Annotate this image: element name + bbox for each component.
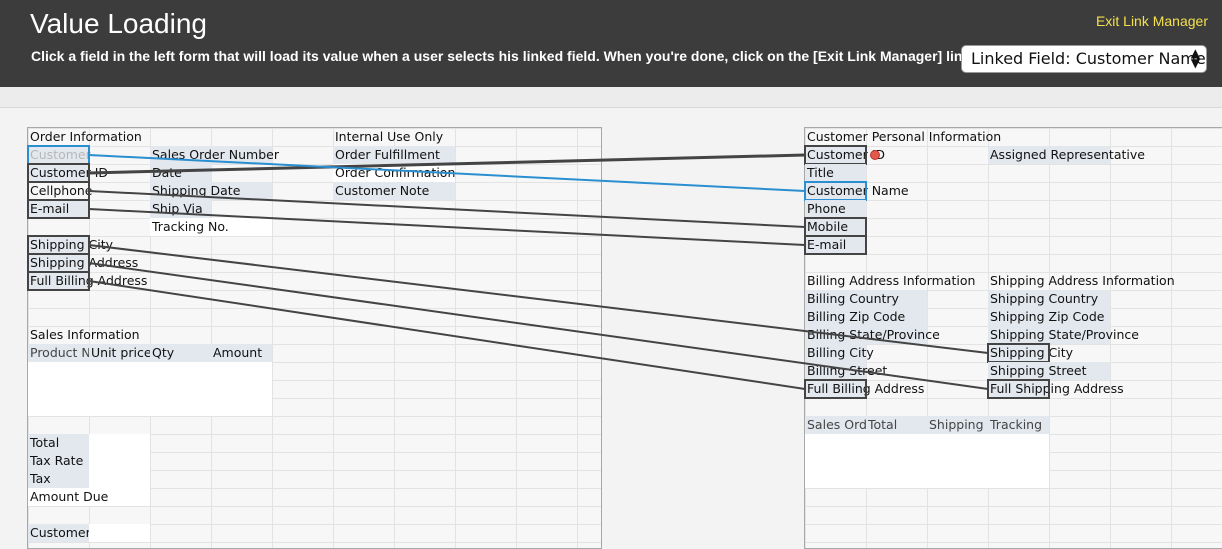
customer-field[interactable]: Customer xyxy=(27,145,91,165)
orders-row[interactable] xyxy=(805,452,1049,470)
personal-info-heading: Customer Personal Information xyxy=(807,129,1002,144)
order-fulfillment-field[interactable]: Order Fulfillment xyxy=(333,146,455,164)
right-email-field[interactable]: E-mail xyxy=(804,235,867,255)
tax-rate-field[interactable]: Tax Rate xyxy=(28,452,89,470)
internal-use-heading: Internal Use Only xyxy=(335,129,444,144)
toolbar-band xyxy=(0,87,1222,108)
remove-link-icon[interactable] xyxy=(870,150,880,160)
customer-id-field[interactable]: Customer ID xyxy=(27,163,109,183)
right-customer-name-field[interactable]: Customer Name xyxy=(804,181,909,201)
billing-city-field[interactable]: Billing City xyxy=(805,344,874,362)
full-billing-address-field[interactable]: Full Billing Address xyxy=(27,271,148,291)
col-amount: Amount xyxy=(211,344,272,362)
col-tracking: Tracking xyxy=(988,416,1049,434)
exit-link-manager-link[interactable]: Exit Link Manager xyxy=(1095,13,1208,29)
total-field[interactable]: Total xyxy=(28,434,89,452)
shipping-street-field[interactable]: Shipping Street xyxy=(988,362,1110,380)
shipping-info-heading: Shipping Address Information xyxy=(990,273,1175,288)
sales-row[interactable] xyxy=(28,380,272,398)
cellphone-field[interactable]: Cellphone xyxy=(27,181,93,201)
shipping-address-field[interactable]: Shipping Address xyxy=(27,253,139,273)
amount-due-field[interactable]: Amount Due xyxy=(28,488,150,506)
select-arrows-icon: ▲▼ xyxy=(1190,46,1200,70)
col-total: Total xyxy=(866,416,927,434)
col-unit-price: Unit price xyxy=(89,344,150,362)
sales-row[interactable] xyxy=(28,362,272,380)
billing-state-field[interactable]: Billing State/Province xyxy=(805,326,940,344)
billing-country-field[interactable]: Billing Country xyxy=(805,290,927,308)
total-value[interactable] xyxy=(89,434,150,452)
tax-field[interactable]: Tax xyxy=(28,470,89,488)
right-customer-id-field[interactable]: Customer ID xyxy=(804,145,886,165)
shipping-date-field[interactable]: Shipping Date xyxy=(150,182,272,200)
ship-via-field[interactable]: Ship Via xyxy=(150,200,211,218)
linked-field-select[interactable]: Linked Field: Customer Name ▲▼ xyxy=(961,45,1207,73)
tracking-no-field[interactable]: Tracking No. xyxy=(150,218,272,236)
sales-row[interactable] xyxy=(28,398,272,416)
right-full-shipping-address-field[interactable]: Full Shipping Address xyxy=(987,379,1124,399)
customer-message-value[interactable] xyxy=(89,524,150,542)
shipping-zip-field[interactable]: Shipping Zip Code xyxy=(988,308,1110,326)
order-confirmation-field[interactable]: Order Confirmation xyxy=(333,164,456,182)
right-mobile-field[interactable]: Mobile xyxy=(804,217,867,237)
col-shipping: Shipping xyxy=(927,416,988,434)
linked-field-value: Linked Field: Customer Name xyxy=(971,49,1206,68)
assigned-rep-field[interactable]: Assigned Representative xyxy=(988,146,1145,164)
date-field[interactable]: Date xyxy=(150,164,211,182)
tax-value[interactable] xyxy=(89,470,150,488)
sales-info-heading: Sales Information xyxy=(30,327,140,342)
right-title-field[interactable]: Title xyxy=(805,164,866,182)
email-field[interactable]: E-mail xyxy=(27,199,90,219)
right-full-billing-address-field[interactable]: Full Billing Address xyxy=(804,379,925,399)
billing-street-field[interactable]: Billing Street xyxy=(805,362,888,380)
customer-message-field[interactable]: Customer Message xyxy=(28,524,149,542)
shipping-country-field[interactable]: Shipping Country xyxy=(988,290,1110,308)
tax-rate-value[interactable] xyxy=(89,452,150,470)
right-phone-field[interactable]: Phone xyxy=(805,200,866,218)
top-bar: Value Loading Click a field in the left … xyxy=(0,0,1222,87)
col-sales-order: Sales Order xyxy=(805,416,866,434)
col-product-name: Product Name xyxy=(28,344,89,362)
instructions-text: Click a field in the left form that will… xyxy=(31,48,963,64)
shipping-city-field[interactable]: Shipping City xyxy=(27,235,114,255)
customer-note-field[interactable]: Customer Note xyxy=(333,182,455,200)
col-qty: Qty xyxy=(150,344,211,362)
billing-zip-field[interactable]: Billing Zip Code xyxy=(805,308,927,326)
order-info-heading: Order Information xyxy=(30,129,142,144)
orders-row[interactable] xyxy=(805,434,1049,452)
right-shipping-city-field[interactable]: Shipping City xyxy=(987,343,1074,363)
sales-order-number-field[interactable]: Sales Order Number xyxy=(150,146,279,164)
orders-row[interactable] xyxy=(805,470,1049,488)
billing-info-heading: Billing Address Information xyxy=(807,273,976,288)
page-title: Value Loading xyxy=(30,8,207,39)
shipping-state-field[interactable]: Shipping State/Province xyxy=(988,326,1139,344)
